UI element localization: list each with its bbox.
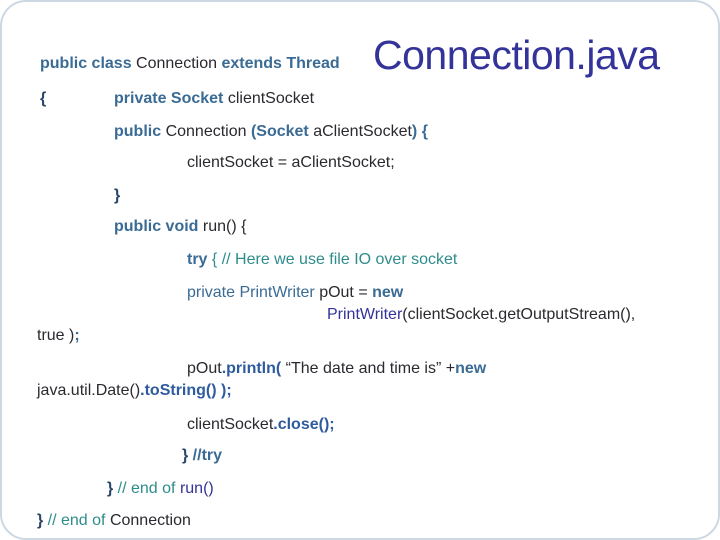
code-token: run() { [202,218,247,235]
code-line: } [114,187,120,205]
code-token: java.util.Date() [37,382,141,399]
code-token: } [182,447,193,464]
code-line: private Socket clientSocket [114,90,314,108]
code-line: } //try [182,447,222,465]
code-token: aClientSocket [313,123,412,140]
code-token: extends Thread [221,55,340,72]
code-token: (clientSocket.getOutputStream(), [402,306,636,323]
code-token: true ) [37,327,75,344]
code-token: clientSocket [227,90,315,107]
code-token: new [372,284,404,301]
code-line: private PrintWriter pOut = new [187,284,403,302]
code-token: // end of [117,480,180,497]
code-token: public class [40,55,137,72]
code-token: clientSocket [187,416,274,433]
code-line: pOut.println( “The date and time is” +ne… [187,360,486,378]
code-token: public [114,123,166,140]
code-token: private PrintWriter [187,284,320,301]
code-token: Connection [109,512,191,529]
code-line: PrintWriter(clientSocket.getOutputStream… [327,306,635,324]
code-line: clientSocket = aClientSocket; [187,154,395,172]
code-token: // end of [47,512,110,529]
code-line: } // end of Connection [37,512,191,530]
code-line: clientSocket.close(); [187,416,335,434]
code-token: PrintWriter [327,306,403,323]
code-token: } [37,512,48,529]
code-token: .println( [221,360,282,377]
code-token: ; [74,327,80,344]
code-token: .close(); [273,416,335,433]
code-line: true ); [37,327,80,345]
code-token: private Socket [114,90,228,107]
code-token: run() [179,480,214,497]
code-line: { [40,90,46,108]
code-line: try { // Here we use file IO over socket [187,251,457,269]
code-token: Connection [165,123,251,140]
code-line: java.util.Date().toString() ); [37,382,232,400]
code-token: public void [114,218,203,235]
code-token: ) { [411,123,428,140]
code-token: new [455,360,487,377]
code-token: } [107,480,118,497]
code-token: { [40,90,47,107]
code-token: (Socket [250,123,314,140]
code-line: public Connection (Socket aClientSocket)… [114,123,428,141]
code-token: try [187,251,212,268]
code-line: } // end of run() [107,480,214,498]
code-token: Connection [136,55,222,72]
code-token: pOut = [319,284,373,301]
page-title: Connection.java [373,32,660,78]
code-token: clientSocket = aClientSocket; [187,154,395,171]
code-line: public void run() { [114,218,246,236]
code-token: .toString() ); [140,382,232,399]
code-token: “The date and time is” + [281,360,456,377]
code-token: { // Here we use file IO over socket [211,251,458,268]
code-token: //try [192,447,223,464]
code-line: public class Connection extends Thread [40,55,340,73]
code-token: pOut [187,360,222,377]
code-token: } [114,187,121,204]
